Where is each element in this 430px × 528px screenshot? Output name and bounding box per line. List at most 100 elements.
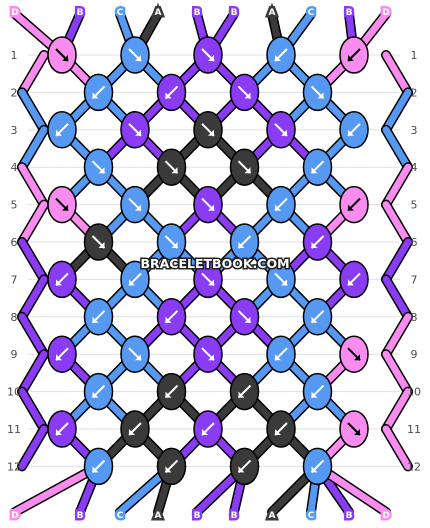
knot [83,223,114,261]
knot [120,410,150,448]
knot [156,73,187,112]
knot [120,36,150,74]
bottom-strand-label: B [194,511,201,521]
knot [120,185,150,224]
knot [339,185,369,224]
arrow-head-icon [208,129,214,136]
arrow-head-icon [165,466,172,473]
knot [120,260,150,299]
knot [47,111,77,149]
arrow-head-icon [238,242,245,248]
knot [302,223,333,261]
knot [47,260,77,299]
arrow-head-icon [354,354,360,361]
strand-segment [382,313,412,358]
top-strand-label: B [77,8,84,18]
top-strand-label: D [382,8,389,18]
arrow-head-icon [98,242,105,248]
arrow-head-icon [56,429,62,435]
bottom-strand-label: B [346,511,353,521]
row-label-right: 5 [411,199,418,212]
row-label-right: 3 [411,124,418,137]
arrow-head-icon [62,55,68,61]
knot [156,298,187,336]
strand-segment [18,126,48,171]
arrow-head-icon [56,279,62,286]
arrow-head-icon [165,316,172,323]
strand-segment [18,88,48,134]
arrow-head-icon [317,92,324,99]
knot [266,111,296,149]
knot [83,372,114,411]
arrow-head-icon [311,391,318,398]
arrow-head-icon [56,354,62,361]
arrow-head-icon [311,167,318,174]
arrow-head-icon [202,429,208,435]
arrow-head-icon [281,279,287,286]
knot [193,36,223,74]
strand-segment [382,88,412,134]
row-label-left: 12 [7,460,21,473]
arrow-head-icon [311,466,318,473]
row-label-left: 4 [11,161,18,174]
knot [302,298,333,336]
arrow-head-icon [92,92,99,99]
arrow-head-icon [135,354,141,361]
bottom-strand-label: A [155,511,162,521]
arrow-head-icon [62,204,68,211]
top-strand-label: A [155,8,162,18]
watermark: BRACELETBOOK.COM [139,255,291,273]
arrow-head-icon [56,129,62,136]
arrow-head-icon [92,391,99,398]
strand-segment [382,350,412,396]
knot [339,335,369,373]
arrow-head-icon [275,204,281,211]
knot [302,73,333,112]
knot [339,260,369,299]
knot [193,260,223,299]
knot [266,36,296,74]
row-label-right: 1 [411,49,418,62]
strand-segment [382,163,412,209]
strand-segment [382,201,412,246]
knot [266,185,296,224]
knot [83,447,114,486]
arrow-head-icon [92,466,99,473]
row-label-left: 5 [11,199,18,212]
strand-segment [382,388,412,433]
row-label-right: 2 [411,86,418,99]
knot [156,372,187,411]
strand-segment [18,163,48,209]
top-strand-label: D [11,8,18,18]
knot [339,36,369,74]
arrow-head-icon [238,466,245,473]
strand-segment [11,462,102,516]
strand-segment [382,275,412,321]
arrow-head-icon [275,354,281,361]
arrow-head-icon [171,242,178,248]
top-strand-label: B [231,8,238,18]
strand-segment [382,51,412,96]
arrow-head-icon [244,167,251,174]
bottom-strand-label: C [308,511,315,521]
knot [229,148,260,186]
knot [47,335,77,373]
row-label-left: 7 [11,273,18,286]
arrow-head-icon [238,391,245,398]
bottom-strand-label: A [269,511,276,521]
strand-segment [18,201,48,246]
bottom-strand-label: D [382,511,389,521]
arrow-head-icon [348,129,354,136]
knot [302,148,333,186]
bottom-strand-label: B [231,511,238,521]
knot [266,410,296,448]
knot [229,372,260,411]
row-label-right: 12 [407,460,421,473]
arrow-head-icon [165,92,172,99]
arrow-head-icon [92,316,99,323]
arrow-head-icon [348,204,354,211]
watermark-text: BRACELETBOOK.COM [140,256,289,271]
